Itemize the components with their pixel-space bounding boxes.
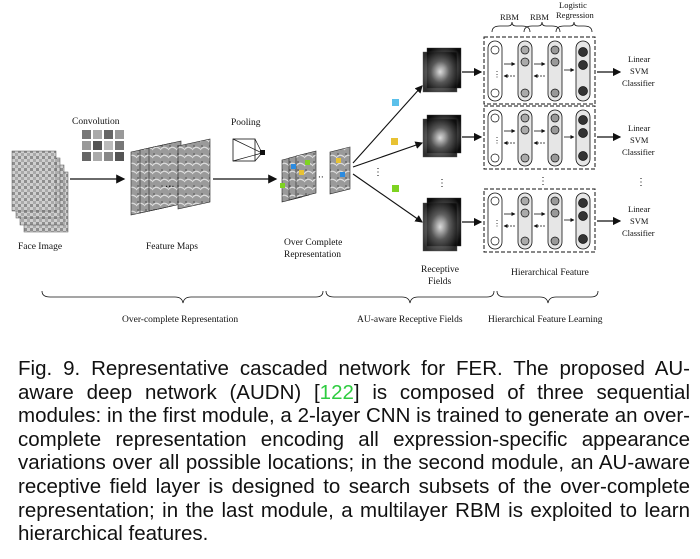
convolution-label: Convolution (72, 117, 120, 127)
svg-text:Classifier: Classifier (622, 78, 655, 88)
svg-text:··: ·· (318, 173, 324, 183)
svg-text:Classifier: Classifier (622, 147, 655, 157)
svg-text:Linear: Linear (628, 204, 650, 214)
classifier-2: Linear SVM Classifier (622, 123, 655, 157)
over-complete-stack: ·· (280, 146, 351, 203)
svg-text:⋮: ⋮ (493, 136, 501, 145)
svg-text:Linear: Linear (628, 123, 650, 133)
module-2-label: AU-aware Receptive Fields (357, 315, 463, 325)
rbm-block-2: ⋮ (483, 105, 596, 170)
svg-text:···: ··· (165, 182, 175, 193)
convolution-filters (82, 130, 124, 161)
svg-text:⋮: ⋮ (493, 219, 501, 228)
receptive-label-2: Fields (428, 277, 452, 287)
classifier-3: Linear SVM Classifier (622, 204, 655, 238)
face-image-label: Face Image (18, 242, 62, 252)
module-3-label: Hierarchical Feature Learning (488, 315, 603, 325)
figure-caption: Fig. 9. Representative cascaded network … (18, 357, 690, 546)
rbm-label-1: RBM (500, 12, 519, 22)
caption-prefix: Fig. 9. Representative cascaded network … (18, 357, 690, 404)
rbm-block-1: ⋮ (483, 36, 596, 105)
svg-text:Classifier: Classifier (622, 228, 655, 238)
over-complete-label-2: Representation (284, 250, 341, 260)
rbm-block-3: ⋮ (483, 188, 596, 253)
hierarchical-feature-label: Hierarchical Feature (511, 268, 589, 278)
receptive-fields: ⋮ (422, 47, 462, 252)
svg-text:Linear: Linear (628, 54, 650, 64)
caption-suffix: ] is composed of three sequential module… (18, 380, 691, 546)
module-braces (41, 290, 599, 304)
feature-maps-stack: ··· (130, 138, 211, 216)
face-image-stack (11, 150, 69, 233)
rbm-label-2: RBM (530, 12, 549, 22)
citation-link[interactable]: 122 (319, 380, 354, 404)
feature-maps-label: Feature Maps (146, 242, 198, 252)
svg-text:SVM: SVM (630, 216, 649, 226)
svg-text:⋮: ⋮ (636, 177, 646, 188)
classifier-1: Linear SVM Classifier (622, 54, 655, 88)
pooling-icon (232, 138, 265, 162)
receptive-label-1: Receptive (421, 265, 459, 275)
network-figure: Face Image Convolution ··· Feature Maps … (11, 0, 655, 325)
pooling-label: Pooling (231, 118, 261, 128)
logistic-label-1: Logistic (559, 0, 587, 10)
logistic-label-2: Regression (556, 10, 595, 20)
svg-text:⋮: ⋮ (538, 176, 548, 187)
svg-text:SVM: SVM (630, 66, 649, 76)
module-1-label: Over-complete Representation (122, 315, 238, 325)
svg-text:⋮: ⋮ (437, 178, 447, 189)
over-complete-label-1: Over Complete (284, 238, 342, 248)
svg-text:⋮: ⋮ (373, 167, 383, 178)
svg-text:⋮: ⋮ (493, 70, 501, 79)
svg-text:SVM: SVM (630, 135, 649, 145)
